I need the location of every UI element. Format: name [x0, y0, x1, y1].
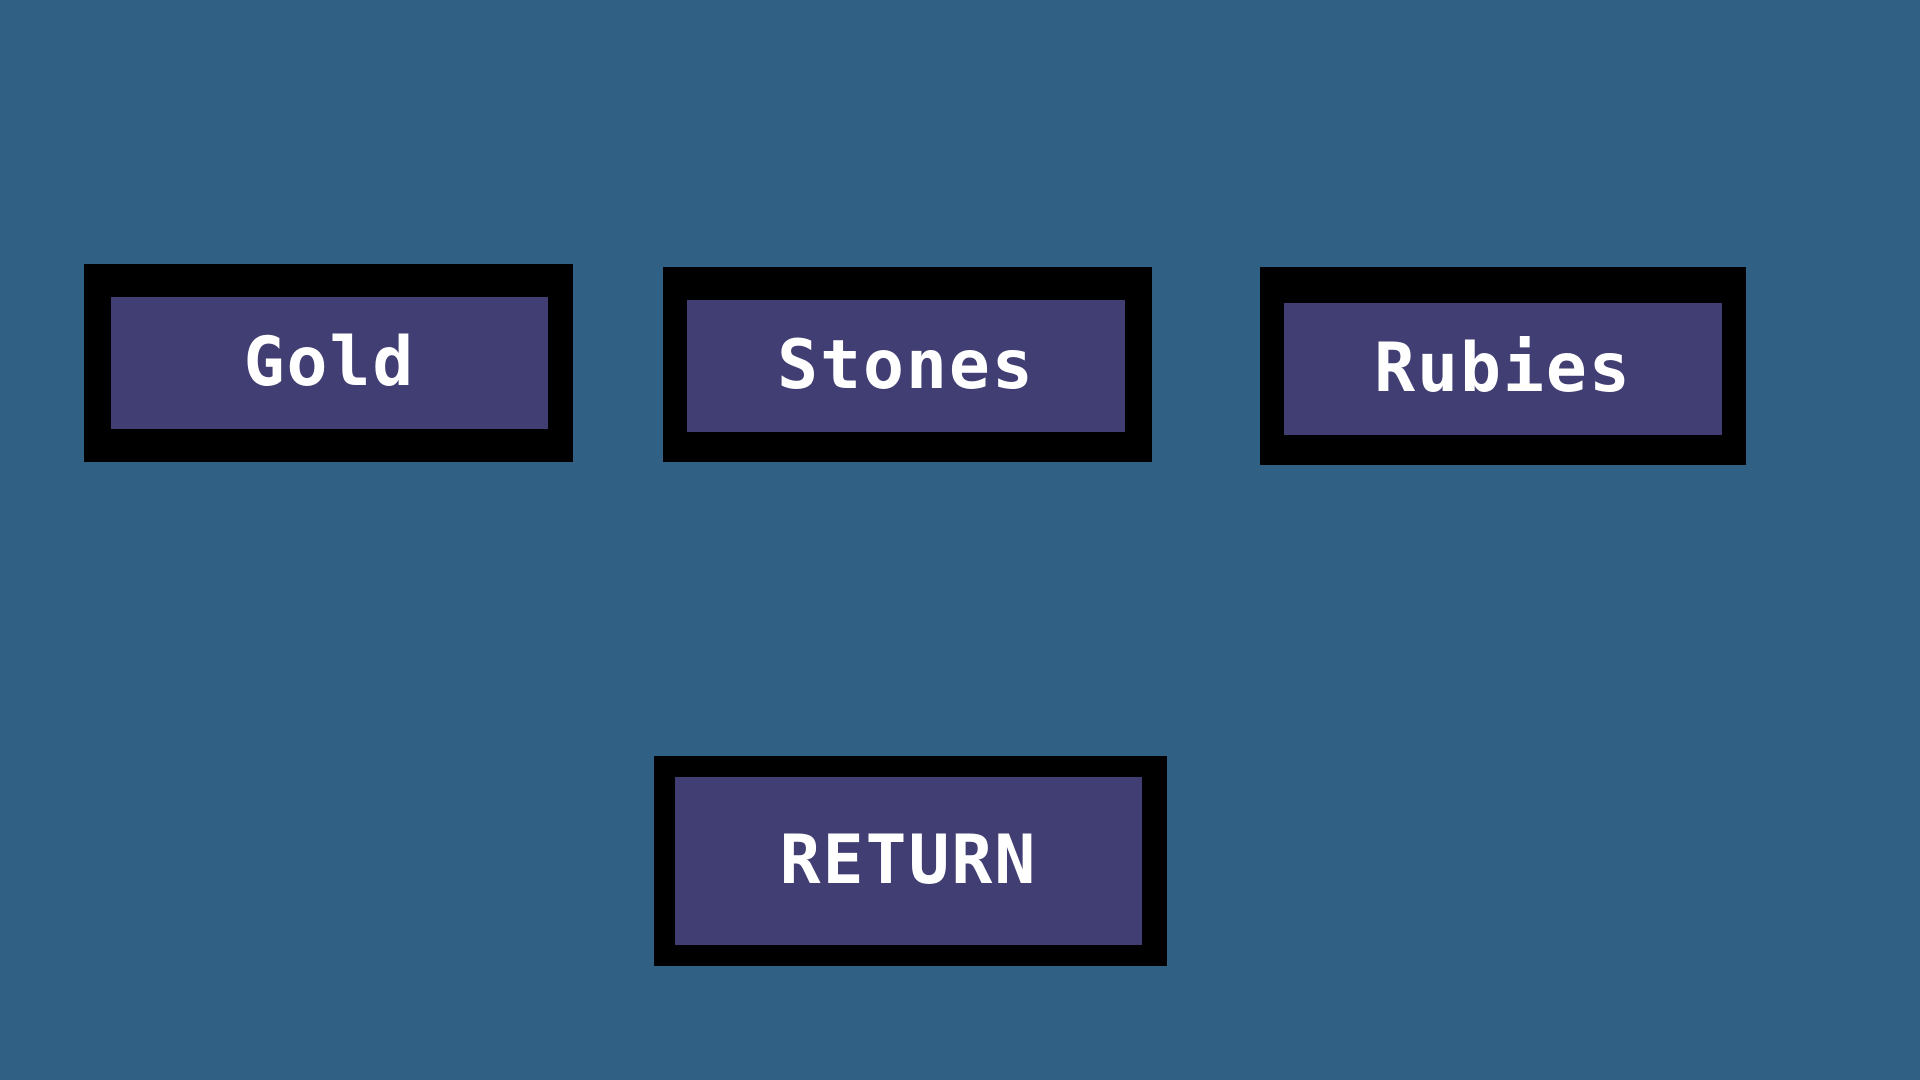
gold-button-label: Gold [243, 323, 416, 402]
stones-button-label: Stones [777, 326, 1035, 405]
rubies-button-face: Rubies [1284, 303, 1722, 435]
return-button[interactable]: RETURN [654, 756, 1167, 966]
stones-button-face: Stones [687, 300, 1125, 432]
gold-button-face: Gold [111, 297, 548, 429]
return-button-face: RETURN [675, 777, 1142, 945]
stones-button[interactable]: Stones [663, 267, 1152, 462]
return-button-label: RETURN [779, 821, 1038, 900]
rubies-button[interactable]: Rubies [1260, 267, 1746, 465]
rubies-button-label: Rubies [1374, 329, 1632, 408]
gold-button[interactable]: Gold [84, 264, 573, 462]
